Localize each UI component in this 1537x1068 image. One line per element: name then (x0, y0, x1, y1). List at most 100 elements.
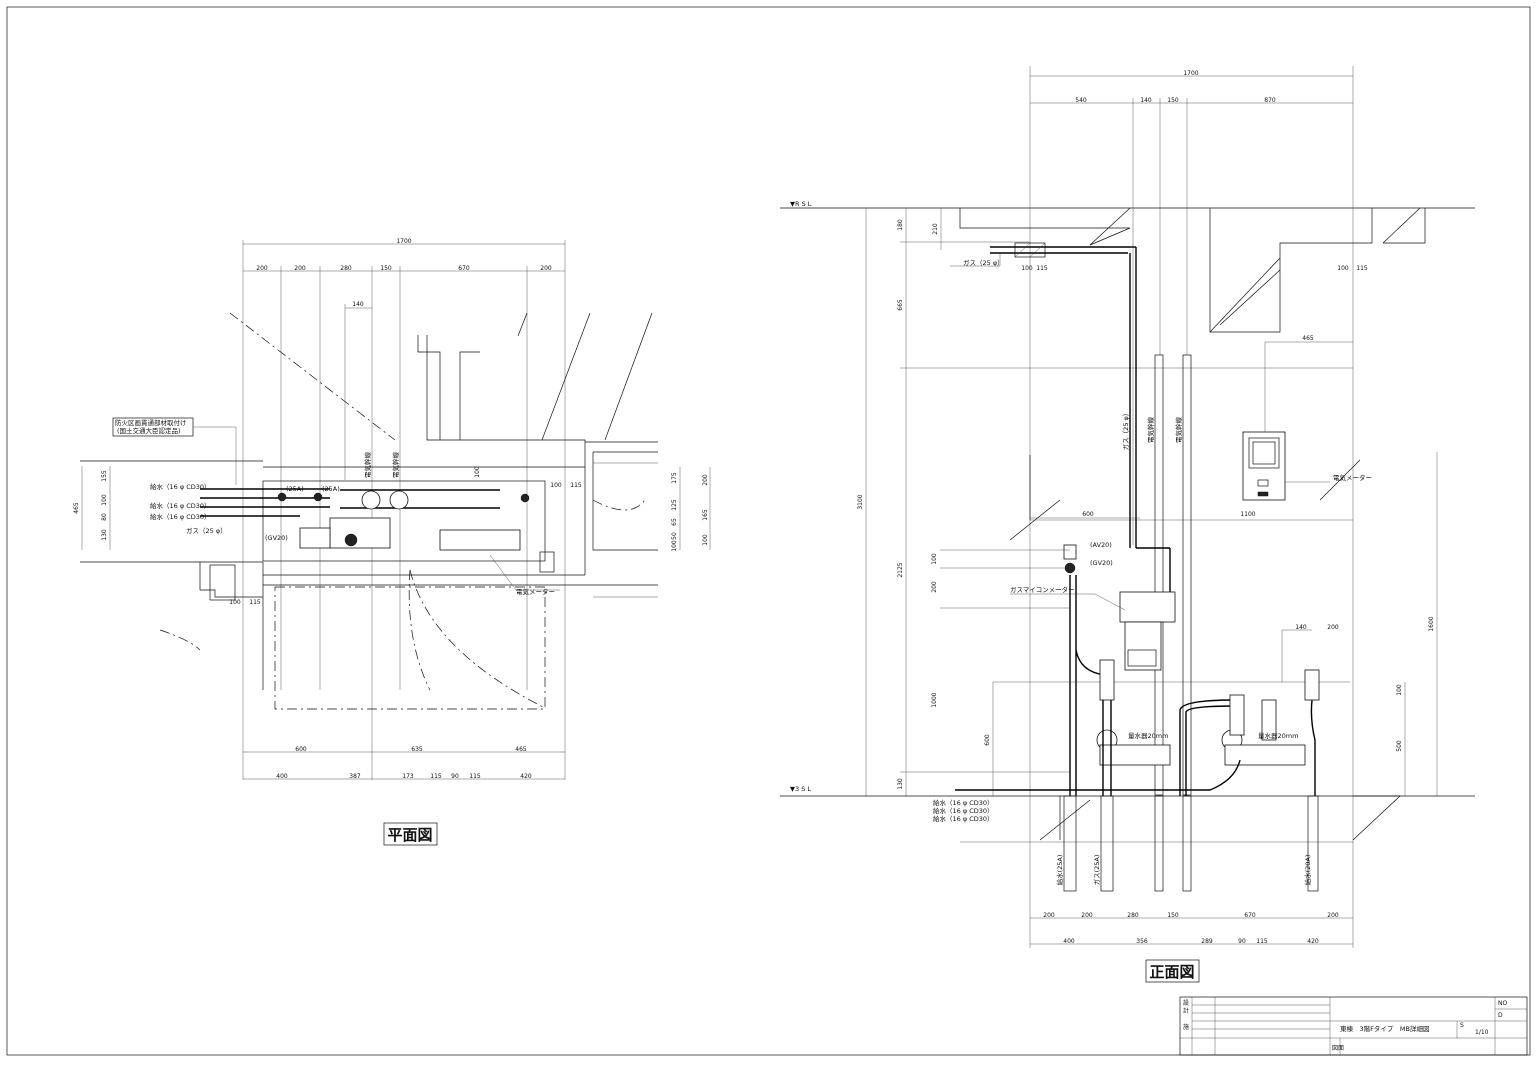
plan-dim-right-5: 100 (671, 540, 678, 552)
elev-dim-bottom-a3: 280 (1127, 912, 1139, 919)
plan-dim-left-4: 130 (101, 529, 108, 541)
elev-dim-140-r: 140 (1295, 624, 1307, 631)
elev-dim-r-500: 500 (1396, 740, 1403, 752)
tb-drawing-title: 東棟 3階Fタイプ MB詳細図 (1340, 1024, 1429, 1033)
elev-dim-bottom-b1: 400 (1063, 938, 1075, 945)
tb-side-2: 計 (1183, 1007, 1189, 1015)
plan-dim-top-3: 280 (340, 265, 352, 272)
elev-dim-bottom-a2: 200 (1081, 912, 1093, 919)
plan-dim-top-4: 150 (380, 265, 392, 272)
plan-dim-bottom-b5: 90 (451, 773, 459, 780)
plan-dim-bottom-b3: 173 (402, 773, 414, 780)
elev-dim-bottom-b5: 115 (1256, 938, 1268, 945)
plan-label-gv20: (GV20) (265, 534, 288, 542)
elev-dim-mid-2: 200 (931, 581, 938, 593)
elev-dim-left-4: 130 (897, 778, 904, 790)
plan-dim-left-3: 80 (101, 513, 108, 521)
elev-dim-bottom-b6: 420 (1307, 938, 1319, 945)
elev-label-supply-25a: 給水(25A) (1055, 855, 1064, 886)
elev-dim-bottom-b4: 90 (1238, 938, 1246, 945)
elev-level-3sl: ▼3 S L (790, 785, 811, 793)
plan-label-meter: 電気メーター (516, 587, 555, 596)
plan-dim-bottom-b4: 115 (430, 773, 442, 780)
elev-dim-left-1: 180 (897, 219, 904, 231)
elev-label-gas-vertical: ガス（25 φ） (1121, 410, 1130, 451)
elev-dim-r3: 100 (1337, 265, 1349, 272)
elev-label-gas-meter: ガスマイコンメーター (1010, 585, 1075, 594)
plan-dim-140: 140 (352, 301, 364, 308)
plan-dim-top-5: 670 (458, 265, 470, 272)
plan-dim-bottom-b6: 115 (469, 773, 481, 780)
elev-dim-600: 600 (1082, 511, 1094, 518)
tb-scale: 1/10 (1475, 1029, 1489, 1036)
plan-label-elec-2: 電気幹線 (391, 452, 400, 479)
title-block: NO D 東棟 3階Fタイプ MB詳細図 S 1/10 設 計 施 図面 (1179, 996, 1528, 1056)
plan-dim-bottom-b2: 387 (349, 773, 361, 780)
elev-dim-bottom-a4: 150 (1167, 912, 1179, 919)
elev-dim-r1: 100 (1021, 265, 1033, 272)
elev-dim-bottom-a1: 200 (1043, 912, 1055, 919)
elev-dim-bottom-b2: 356 (1136, 938, 1148, 945)
elev-label-elec-meter: 電気メーター (1333, 473, 1372, 482)
elev-dim-1100: 1100 (1240, 511, 1255, 518)
elev-dim-mid-1: 100 (931, 553, 938, 565)
elevation-view: ▼R S L ▼3 S L 1700 540 140 150 870 3100 … (780, 66, 1475, 983)
plan-dim-right-b2: 165 (702, 509, 709, 521)
plan-note-line2: (国土交通大臣認定品) (117, 426, 181, 435)
elev-dim-left-total: 3100 (857, 494, 864, 509)
elev-dim-top-3: 150 (1167, 97, 1179, 104)
plan-label-supply-3: 給水（16 φ CD30） (150, 512, 211, 521)
plan-title: 平面図 (387, 826, 432, 844)
plan-label-elec-1: 電気幹線 (363, 452, 372, 479)
plan-dim-top-1: 200 (256, 265, 268, 272)
elev-label-gas-top: ガス（25 φ） (963, 258, 1004, 267)
elev-dim-bottom-b3: 289 (1201, 938, 1213, 945)
plan-dim-left-1: 155 (101, 470, 108, 482)
tb-no-label: NO (1498, 1000, 1507, 1007)
elev-dim-mid-4: 600 (984, 734, 991, 746)
plan-dim-bottom-b1: 400 (276, 773, 288, 780)
plan-dim-bottom-a1: 600 (295, 746, 307, 753)
elev-dim-bottom-a5: 670 (1244, 912, 1256, 919)
plan-dim-top-2: 200 (294, 265, 306, 272)
plan-dim-right-1: 175 (671, 472, 678, 484)
plan-dim-total: 1700 (396, 238, 411, 245)
elev-label-elec-2: 電気幹線 (1174, 417, 1183, 444)
plan-dim-right-b3: 100 (702, 534, 709, 546)
elev-label-supply-b1: 給水（16 φ CD30） (933, 798, 994, 807)
elev-dim-mid-3: 1000 (931, 692, 938, 707)
elev-dim-bottom-a6: 200 (1327, 912, 1339, 919)
elev-dim-r4: 115 (1356, 265, 1368, 272)
plan-dim-bottom-a2: 635 (411, 746, 423, 753)
elev-dim-left-3: 2125 (897, 562, 904, 577)
plan-dim-misc-2: 115 (249, 599, 261, 606)
elev-label-water-meter-2: 量水器20mm (1258, 731, 1298, 740)
elev-label-supply-20a: 給水(20A) (1303, 855, 1312, 886)
elev-dim-r-100: 100 (1396, 684, 1403, 696)
elev-dim-1600: 1600 (1428, 616, 1435, 631)
elev-label-supply-b2: 給水（16 φ CD30） (933, 806, 994, 815)
tb-side-1: 設 (1183, 999, 1189, 1007)
elev-dim-top-total: 1700 (1183, 70, 1198, 77)
plan-dim-right-3: 65 (671, 518, 678, 526)
elev-label-supply-b3: 給水（16 φ CD30） (933, 814, 994, 823)
plan-label-supply-1: 給水（16 φ CD30） (150, 482, 211, 491)
elev-level-rsl: ▼R S L (790, 200, 812, 208)
plan-label-25a-2: (25A) (322, 485, 340, 493)
elev-dim-r2: 115 (1036, 265, 1048, 272)
plan-dim-misc-1: 100 (229, 599, 241, 606)
plan-dim-misc-4: 100 (550, 482, 562, 489)
sheet-border (6, 6, 1531, 1056)
tb-bottom-label: 図面 (1332, 1045, 1344, 1052)
tb-scale-label: S (1460, 1022, 1464, 1029)
plan-dim-bottom-b7: 420 (520, 773, 532, 780)
elev-dim-top-1: 540 (1075, 97, 1087, 104)
plan-dim-top-6: 200 (540, 265, 552, 272)
plan-dim-right-4: 50 (671, 532, 678, 540)
elev-label-water-meter-1: 量水器20mm (1128, 731, 1168, 740)
elev-dim-200-r: 200 (1327, 624, 1339, 631)
plan-view: 1700 200 200 280 150 670 200 140 (73, 238, 711, 846)
elev-label-gas-25a: ガス(25A) (1092, 855, 1101, 886)
